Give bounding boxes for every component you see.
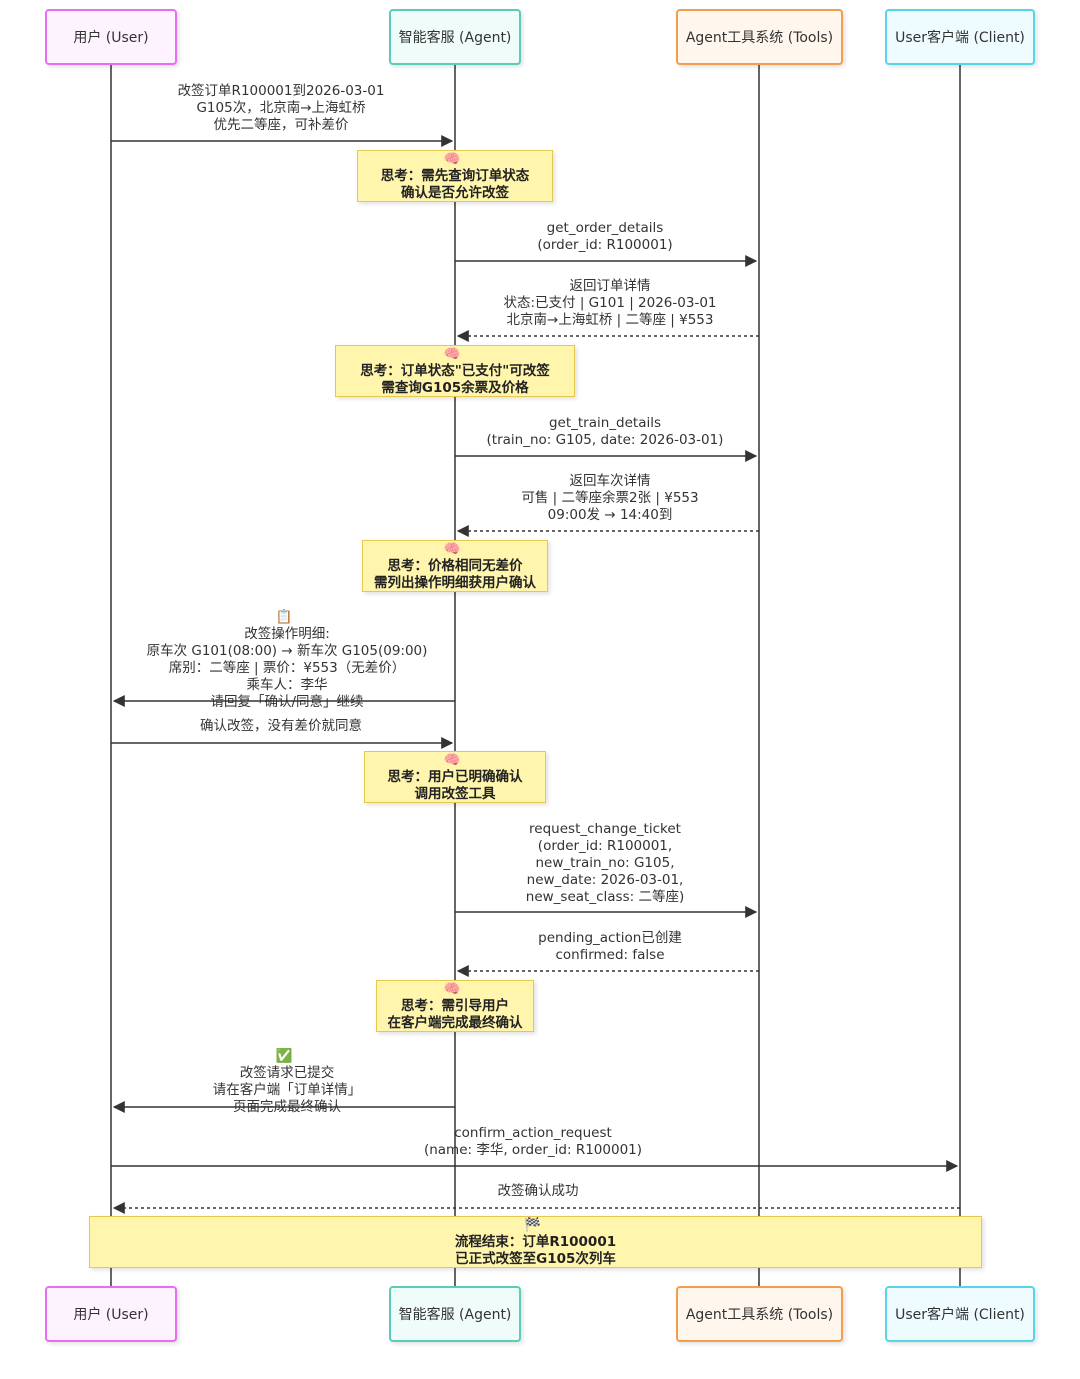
message-line: 请在客户端「订单详情」 xyxy=(212,1082,362,1098)
actor-user-bottom: 用户 (User) xyxy=(45,1286,177,1342)
note-line: 需查询G105余票及价格 xyxy=(381,379,529,396)
message-line: 确认改签，没有差价就同意 xyxy=(200,718,362,734)
message-line: 优先二等座，可补差价 xyxy=(213,117,349,133)
message-line: 乘车人：李华 xyxy=(246,677,328,693)
actor-agent-top: 智能客服 (Agent) xyxy=(389,9,521,65)
flag-icon: 🏁 xyxy=(524,1216,541,1233)
note-line: 确认是否允许改签 xyxy=(401,184,509,201)
message-line: 09:00发 → 14:40到 xyxy=(547,507,673,523)
actor-agent-label: 智能客服 (Agent) xyxy=(398,30,512,46)
actor-tools-bottom: Agent工具系统 (Tools) xyxy=(676,1286,843,1342)
message-line: 返回订单详情 xyxy=(569,278,651,294)
message-line: new_train_no: G105, xyxy=(535,855,675,871)
message-line: request_change_ticket xyxy=(529,821,681,837)
message-line: 席别：二等座 | 票价：¥553（无差价） xyxy=(168,660,406,676)
message-m9: pending_action已创建 confirmed: false xyxy=(538,930,682,964)
brain-icon: 🧠 xyxy=(443,150,461,167)
message-m3: 返回订单详情 状态:已支付 | G101 | 2026-03-01 北京南→上海… xyxy=(504,278,717,329)
message-line: (order_id: R100001, xyxy=(537,838,673,854)
actor-user-label: 用户 (User) xyxy=(73,30,149,46)
message-line: 改签确认成功 xyxy=(497,1183,579,1199)
message-m12: 改签确认成功 xyxy=(498,1183,579,1200)
actor-client-top: User客户端 (Client) xyxy=(885,9,1035,65)
actor-user-label: 用户 (User) xyxy=(73,1307,149,1323)
note-n3: 🧠思考：价格相同无差价 需列出操作明细获用户确认 xyxy=(362,540,548,592)
message-line: 可售 | 二等座余票2张 | ¥553 xyxy=(521,490,699,506)
actor-client-bottom: User客户端 (Client) xyxy=(885,1286,1035,1342)
brain-icon: 🧠 xyxy=(443,345,461,362)
message-line: 改签请求已提交 xyxy=(239,1065,335,1081)
note-line: 调用改签工具 xyxy=(414,785,496,802)
message-m4: get_train_details (train_no: G105, date:… xyxy=(487,415,724,449)
brain-icon: 🧠 xyxy=(443,540,461,557)
note-n1: 🧠思考：需先查询订单状态 确认是否允许改签 xyxy=(357,150,553,202)
message-line: 原车次 G101(08:00) → 新车次 G105(09:00) xyxy=(146,643,428,659)
actor-client-label: User客户端 (Client) xyxy=(895,1307,1025,1323)
message-m11: confirm_action_request (name: 李华, order_… xyxy=(424,1125,642,1159)
note-line: 思考：价格相同无差价 xyxy=(387,557,523,574)
message-m7: 确认改签，没有差价就同意 xyxy=(200,718,362,735)
message-line: (order_id: R100001) xyxy=(537,237,673,253)
note-line: 思考：需先查询订单状态 xyxy=(380,167,530,184)
note-line: 需列出操作明细获用户确认 xyxy=(374,574,536,591)
note-line: 思考：用户已明确确认 xyxy=(387,768,523,785)
message-m8: request_change_ticket (order_id: R100001… xyxy=(526,821,684,906)
message-line: confirm_action_request xyxy=(454,1125,612,1141)
message-m2: get_order_details (order_id: R100001) xyxy=(537,220,672,254)
actor-tools-label: Agent工具系统 (Tools) xyxy=(685,30,834,46)
message-line: 改签订单R100001到2026-03-01 xyxy=(177,83,385,99)
message-line: 页面完成最终确认 xyxy=(233,1099,341,1115)
message-line: 返回车次详情 xyxy=(569,473,651,489)
note-line: 思考：订单状态"已支付"可改签 xyxy=(360,362,550,379)
note-n4: 🧠思考：用户已明确确认 调用改签工具 xyxy=(364,751,546,803)
actor-tools-top: Agent工具系统 (Tools) xyxy=(676,9,843,65)
message-m10: ✅改签请求已提交 请在客户端「订单详情」 页面完成最终确认 xyxy=(213,1048,362,1116)
message-line: (name: 李华, order_id: R100001) xyxy=(423,1142,643,1158)
message-line: get_train_details xyxy=(548,415,662,431)
message-line: 请回复「确认/同意」继续 xyxy=(210,694,364,710)
actor-agent-label: 智能客服 (Agent) xyxy=(398,1307,512,1323)
message-line: G105次，北京南→上海虹桥 xyxy=(196,100,366,116)
message-line: 北京南→上海虹桥 | 二等座 | ¥553 xyxy=(506,312,714,328)
note-n2: 🧠思考：订单状态"已支付"可改签 需查询G105余票及价格 xyxy=(335,345,575,397)
message-line: 改签操作明细: xyxy=(244,626,330,642)
message-m1: 改签订单R100001到2026-03-01 G105次，北京南→上海虹桥 优先… xyxy=(178,83,385,134)
actor-tools-label: Agent工具系统 (Tools) xyxy=(685,1307,834,1323)
message-m5: 返回车次详情 可售 | 二等座余票2张 | ¥553 09:00发 → 14:4… xyxy=(521,473,698,524)
message-line: new_seat_class: 二等座) xyxy=(525,889,685,905)
message-line: get_order_details xyxy=(546,220,664,236)
message-line: confirmed: false xyxy=(555,947,665,963)
brain-icon: 🧠 xyxy=(443,980,461,997)
note-line: 在客户端完成最终确认 xyxy=(387,1014,523,1031)
note-end: 🏁流程结束：订单R100001 已正式改签至G105次列车 xyxy=(89,1216,982,1268)
message-m6: 📋改签操作明细: 原车次 G101(08:00) → 新车次 G105(09:0… xyxy=(147,609,428,711)
message-line: 状态:已支付 | G101 | 2026-03-01 xyxy=(503,295,717,311)
brain-icon: 🧠 xyxy=(443,751,461,768)
message-line: new_date: 2026-03-01, xyxy=(526,872,684,888)
note-n5: 🧠思考：需引导用户 在客户端完成最终确认 xyxy=(376,980,534,1032)
actor-client-label: User客户端 (Client) xyxy=(895,30,1025,46)
actor-agent-bottom: 智能客服 (Agent) xyxy=(389,1286,521,1342)
actor-user-top: 用户 (User) xyxy=(45,9,177,65)
clipboard-icon: 📋 xyxy=(275,609,293,625)
message-line: pending_action已创建 xyxy=(538,930,682,946)
note-line: 思考：需引导用户 xyxy=(401,997,509,1014)
note-line: 流程结束：订单R100001 xyxy=(454,1233,617,1250)
message-line: (train_no: G105, date: 2026-03-01) xyxy=(486,432,724,448)
check-icon: ✅ xyxy=(275,1048,293,1064)
note-line: 已正式改签至G105次列车 xyxy=(455,1250,616,1267)
